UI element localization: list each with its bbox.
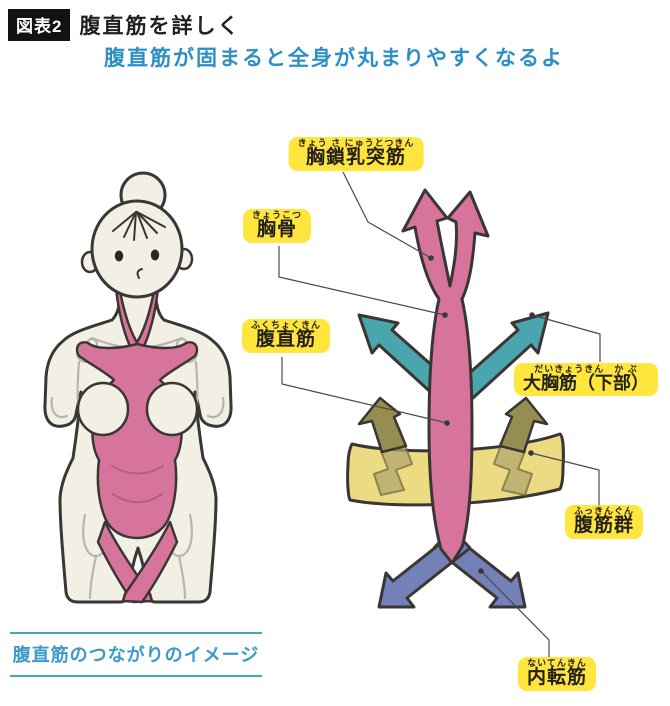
right-shoulder-bone [177, 342, 199, 364]
abdominal-band [346, 432, 565, 507]
furigana-rectus-abdominis: ふくちょくきん [250, 320, 322, 330]
left-olive-arrow [357, 396, 408, 454]
figure-number-tag: 図表2 [8, 9, 71, 41]
leader-abdominal-group [530, 452, 600, 505]
body-illustration [43, 171, 233, 604]
left-femur-line [88, 554, 98, 600]
furigana-sternum: きょうこつ [251, 210, 303, 220]
chest-abdomen-muscle [75, 341, 199, 540]
text-pectoralis-major-lower: 大胸筋（下部） [523, 373, 649, 394]
text-abdominal-muscle-group: 腹筋群 [573, 515, 635, 537]
right-scm-muscle [134, 284, 160, 354]
furigana-sternocleidomastoid: きょう さ にゅうとつきん [297, 138, 415, 148]
abdomen-contour-2 [112, 493, 163, 504]
furigana-abdominal-muscle-group: ふっきんぐん [573, 506, 635, 516]
right-clavicle-line [136, 336, 184, 349]
right-elbow-bone [206, 396, 225, 419]
right-eye [150, 249, 160, 261]
leader-sternum [278, 246, 446, 316]
left-scm-muscle [114, 284, 140, 354]
left-hip-bone [82, 513, 105, 558]
right-olive-tail [493, 444, 533, 496]
dot-rectus-abdominis [444, 420, 450, 426]
right-ear [174, 247, 194, 271]
text-sternum: 胸骨 [256, 219, 298, 241]
leader-sternocleidomastoid [342, 171, 432, 259]
figure-header: 図表2 腹直筋を詳しく [8, 9, 240, 41]
text-sternocleidomastoid: 胸鎖乳突筋 [305, 147, 406, 169]
figure-subtitle: 腹直筋が固まると全身が丸まりやすくなるよ [104, 47, 564, 70]
left-breast-outline [76, 381, 130, 437]
left-olive-tail [373, 444, 413, 496]
dot-abdominal-group [528, 450, 534, 456]
furigana-pectoralis-major-lower: だいきょうきん か ぶ [534, 364, 638, 374]
label-rectus-abdominis: ふくちょくきん 腹直筋 [241, 319, 331, 354]
hair-part-strokes [112, 211, 166, 241]
figure-title: 腹直筋を詳しく [79, 15, 241, 38]
text-rectus-abdominis: 腹直筋 [255, 329, 317, 351]
dot-adductor [478, 568, 484, 574]
left-elbow-bone [50, 396, 69, 419]
muscle-connection-diagram [278, 171, 601, 659]
left-teal-arrow [357, 313, 464, 410]
pink-trunk-arrows [401, 188, 490, 565]
mouth [136, 268, 143, 279]
label-adductor: ないてんきん 内転筋 [517, 657, 597, 692]
dot-pectoralis [529, 312, 535, 318]
left-ear [80, 250, 100, 274]
right-breast-outline [145, 381, 199, 437]
left-to-right-thigh-ribbon [96, 520, 154, 604]
label-abdominal-muscle-group: ふっきんぐん 腹筋群 [564, 505, 644, 540]
right-blue-arrow [432, 530, 527, 609]
left-shoulder-bump [85, 337, 99, 351]
leader-pectoralis [531, 314, 601, 362]
label-sternocleidomastoid: きょう さ にゅうとつきん 胸鎖乳突筋 [288, 137, 424, 172]
dot-sternocleidomastoid [428, 255, 434, 261]
left-shoulder-bone [75, 342, 97, 364]
dot-sternum [442, 312, 448, 318]
right-shoulder-bump [175, 337, 189, 351]
abdomen-contour-1 [111, 465, 164, 475]
left-clavicle-line [90, 336, 138, 349]
right-femur-line [177, 554, 187, 600]
label-pectoralis-major-lower: だいきょうきん か ぶ 大胸筋（下部） [514, 363, 658, 397]
hair-bun [119, 171, 167, 219]
caption-box: 腹直筋のつながりのイメージ [10, 632, 262, 677]
text-adductor: 内転筋 [526, 667, 588, 689]
body-silhouette [43, 287, 233, 604]
right-to-left-thigh-ribbon [121, 520, 179, 604]
label-sternum: きょうこつ 胸骨 [242, 209, 312, 244]
right-hip-bone [170, 513, 193, 558]
head [90, 199, 184, 299]
left-arm-line [76, 360, 82, 423]
furigana-adductor: ないてんきん [527, 658, 587, 668]
leader-lines [278, 171, 601, 659]
right-arm-line [193, 360, 199, 423]
right-olive-arrow [498, 396, 549, 454]
leader-adductor [480, 570, 550, 659]
left-blue-arrow [377, 530, 472, 609]
left-eye [114, 250, 124, 262]
leader-rectus-abdominis [281, 357, 448, 424]
